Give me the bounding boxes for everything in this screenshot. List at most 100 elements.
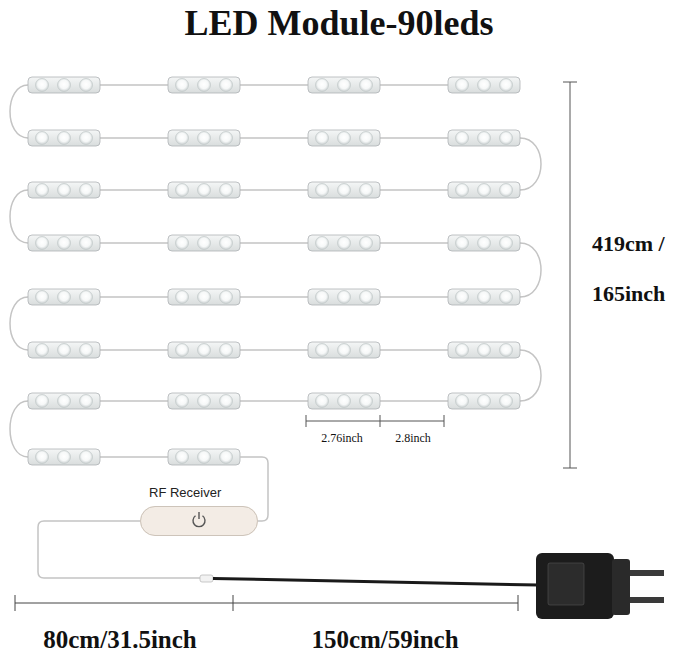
led-module [28,182,100,198]
led-lens [80,237,93,250]
led-lens [58,132,71,145]
led-lens [316,79,329,92]
led-module [308,289,380,305]
led-lens [176,291,189,304]
power-adapter [536,553,614,619]
led-lens [220,79,233,92]
led-lens [316,344,329,357]
led-lens [360,237,373,250]
led-lens [58,237,71,250]
led-lens [176,344,189,357]
led-module [448,342,520,358]
led-module [448,235,520,251]
module-housing [448,289,520,305]
led-module [308,182,380,198]
led-lens [360,79,373,92]
led-lens [58,451,71,464]
led-lens [36,395,49,408]
led-lens [80,395,93,408]
led-lens [316,184,329,197]
led-lens [360,395,373,408]
module-housing [168,289,240,305]
module-housing [28,393,100,409]
led-lens [198,451,211,464]
module-housing [168,182,240,198]
dimension-tick [444,415,445,427]
height-dimension [563,82,577,468]
module-housing [168,235,240,251]
led-module [308,77,380,93]
led-lens [478,291,491,304]
led-module [28,77,100,93]
led-lens [338,237,351,250]
module-housing [308,182,380,198]
led-lens [500,184,513,197]
module-housing [308,235,380,251]
led-lens [456,79,469,92]
cable-dimension [15,595,518,611]
led-lens [220,451,233,464]
led-lens [80,291,93,304]
dimension-label: 2.8inch [395,432,431,445]
module-housing [308,289,380,305]
led-module [308,342,380,358]
led-lens [36,132,49,145]
module-housing [28,235,100,251]
module-housing [168,77,240,93]
led-lens [500,132,513,145]
led-module [168,235,240,251]
module-housing [28,449,100,465]
dimension-label: 2.76inch [321,432,363,445]
led-lens [478,184,491,197]
led-module [448,289,520,305]
dimension-label: 419cm / [592,232,665,256]
led-lens [36,344,49,357]
led-lens [500,395,513,408]
led-module [448,182,520,198]
dimension-line [570,82,571,468]
led-lens [36,291,49,304]
module-housing [28,130,100,146]
led-lens [478,79,491,92]
led-lens [220,395,233,408]
led-module [168,182,240,198]
led-lens [220,132,233,145]
led-lens [176,395,189,408]
led-module [448,77,520,93]
led-lens [176,184,189,197]
led-lens [176,79,189,92]
led-lens [198,395,211,408]
led-lens [360,291,373,304]
led-lens [80,451,93,464]
wire-group [10,85,541,457]
led-module [28,289,100,305]
led-lens [500,291,513,304]
led-lens [198,344,211,357]
module-housing [448,393,520,409]
diagram-title: LED Module-90leds [184,4,493,44]
receiver-body [140,506,258,536]
module-housing [308,77,380,93]
led-lens [338,344,351,357]
wire [10,85,541,457]
led-lens [198,184,211,197]
led-lens [478,395,491,408]
led-lens [220,184,233,197]
led-lens [456,291,469,304]
led-module [168,449,240,465]
plug-prong [630,597,664,603]
dimension-tick [15,595,16,611]
led-lens [36,79,49,92]
module-housing [168,449,240,465]
led-lens [176,237,189,250]
led-lens [338,291,351,304]
led-module [448,393,520,409]
led-lens [36,451,49,464]
dimension-label: 165inch [592,282,665,306]
dimension-tick [306,415,307,427]
led-lens [500,344,513,357]
led-lens [58,395,71,408]
dimension-label: 80cm/31.5inch [43,626,196,653]
led-lens [456,344,469,357]
